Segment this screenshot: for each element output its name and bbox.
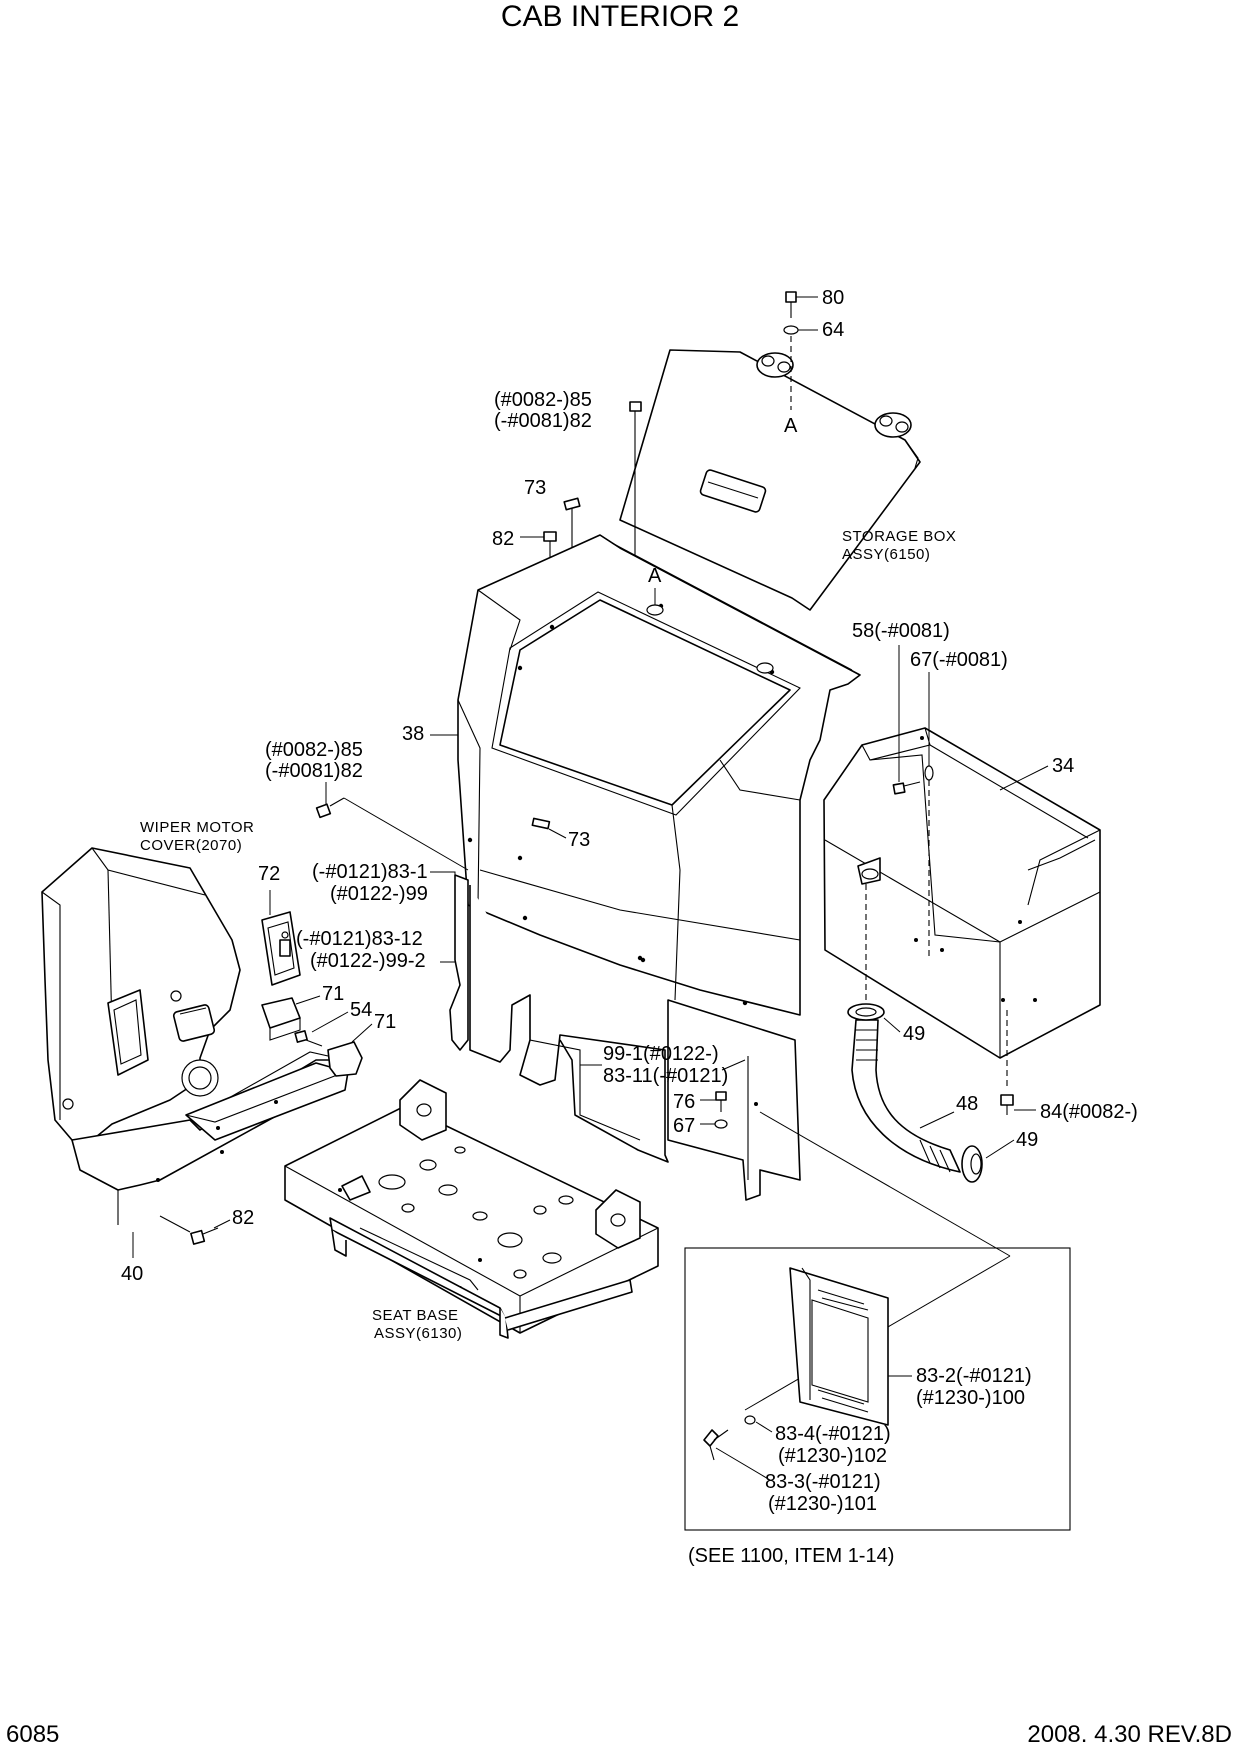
washer-64 (783, 325, 818, 335)
callout-71-a: 71 (322, 983, 344, 1005)
callout-82-top: 82 (492, 528, 514, 550)
page-number: 6085 (6, 1721, 59, 1748)
washer-67-middle (700, 1119, 728, 1129)
bolt-76 (700, 1091, 727, 1112)
callout-83-12-line2: (#0122-)99-2 (310, 950, 426, 972)
callout-76: 76 (673, 1091, 695, 1113)
callout-82-bottom: 82 (232, 1207, 254, 1229)
callout-84: 84(#0082-) (1040, 1101, 1138, 1123)
callout-64: 64 (822, 319, 844, 341)
side-panel-99-1 (667, 999, 801, 1201)
bolt-82-bottom (159, 1215, 219, 1245)
storage-box-label-line1: STORAGE BOX (842, 528, 956, 545)
callout-83-2-line2: (#1230-)100 (916, 1387, 1025, 1409)
callout-85-82-left-line2: (-#0081)82 (265, 760, 363, 782)
callout-67-middle: 67 (673, 1115, 695, 1137)
callout-49-bottom: 49 (1016, 1129, 1038, 1151)
hinge-right (874, 412, 912, 438)
washer-67-top (924, 672, 934, 960)
clip-73-middle (531, 817, 567, 839)
callout-80: 80 (822, 287, 844, 309)
bolt-85-82-left (315, 797, 469, 871)
callout-99-1-line1: 99-1(#0122-) (603, 1043, 719, 1065)
drain-hose-48 (847, 1003, 983, 1183)
callout-83-3-line2: (#1230-)101 (768, 1493, 877, 1515)
storage-box-lid (619, 349, 921, 611)
callout-38: 38 (402, 723, 424, 745)
seat-base (284, 1079, 659, 1339)
bolt-58 (892, 645, 921, 795)
revision-stamp: 2008. 4.30 REV.8D (1027, 1721, 1232, 1748)
callout-99-1-line2: 83-11(-#0121) (603, 1065, 728, 1087)
seat-base-label-line2: ASSY(6130) (374, 1325, 462, 1342)
bolt-80 (785, 291, 818, 318)
reference-note: (SEE 1100, ITEM 1-14) (688, 1545, 894, 1567)
callout-83-4-line1: 83-4(-#0121) (775, 1423, 891, 1445)
callout-58: 58(-#0081) (852, 620, 950, 642)
cap-71-b (327, 1041, 363, 1077)
side-trim-strip (185, 1062, 349, 1141)
callout-85-82-top-line1: (#0082-)85 (494, 389, 592, 411)
callout-49-top: 49 (903, 1023, 925, 1045)
callout-40: 40 (121, 1263, 143, 1285)
callout-73-middle: 73 (568, 829, 590, 851)
callout-54: 54 (350, 999, 372, 1021)
callout-85-82-top-line2: (-#0081)82 (494, 410, 592, 432)
callout-83-4-line2: (#1230-)102 (778, 1445, 887, 1467)
screw-54 (294, 1030, 323, 1047)
callout-71-b: 71 (374, 1011, 396, 1033)
wiper-cover-label-line1: WIPER MOTOR (140, 819, 254, 836)
rear-panel-38 (457, 534, 861, 1163)
callout-83-1-line2: (#0122-)99 (330, 883, 428, 905)
callout-72: 72 (258, 863, 280, 885)
callout-83-12-line1: (-#0121)83-12 (296, 928, 423, 950)
wing-screw-83-3 (703, 1429, 729, 1461)
callout-83-3-line1: 83-3(-#0121) (765, 1471, 881, 1493)
callout-48: 48 (956, 1093, 978, 1115)
callout-85-82-left-line1: (#0082-)85 (265, 739, 363, 761)
callout-67-top: 67(-#0081) (910, 649, 1008, 671)
view-mark-a-bottom: A (648, 565, 662, 587)
bolt-84 (1000, 1094, 1036, 1115)
callout-73-top: 73 (524, 477, 546, 499)
view-mark-a-top: A (784, 415, 798, 437)
bolt-85-82-top (629, 401, 642, 555)
storage-box-label-line2: ASSY(6150) (842, 546, 930, 563)
detail-inset (684, 1247, 1071, 1531)
seat-base-label-line1: SEAT BASE (372, 1307, 458, 1324)
page-title: CAB INTERIOR 2 (501, 0, 739, 33)
callout-83-2-line1: 83-2(-#0121) (916, 1365, 1032, 1387)
wiper-cover-label-line2: COVER(2070) (140, 837, 242, 854)
callout-34: 34 (1052, 755, 1074, 777)
switch-72 (261, 911, 301, 986)
cap-71-a (261, 997, 301, 1041)
hinge-left (756, 352, 794, 378)
callout-83-1-line1: (-#0121)83-1 (312, 861, 428, 883)
